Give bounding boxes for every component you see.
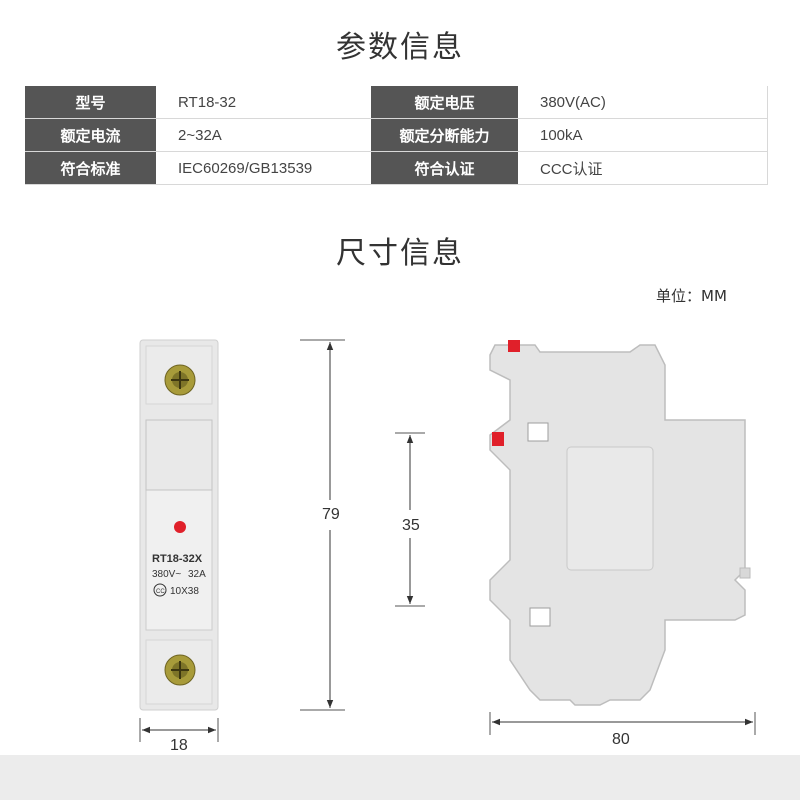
- carrier-handle[interactable]: [145, 419, 213, 491]
- param-label: 符合认证: [371, 151, 518, 185]
- param-label: 额定电流: [25, 118, 156, 152]
- param-value: CCC认证: [518, 151, 768, 185]
- din-clip: [739, 567, 751, 579]
- product-fuse-size-label: 10X38: [170, 586, 199, 597]
- dimension-height-inner: 35: [395, 432, 425, 607]
- table-row: 型号 RT18-32 额定电压 380V(AC): [25, 86, 768, 119]
- product-voltage-label: 380V~: [152, 569, 181, 580]
- dimension-label-width-front: 18: [170, 737, 188, 754]
- dimension-label-height-total: 79: [322, 506, 340, 523]
- side-label-recess: [566, 446, 654, 571]
- param-label: 符合标准: [25, 151, 156, 185]
- param-value: 100kA: [518, 118, 768, 152]
- dimension-width-side: 80: [489, 712, 756, 748]
- side-slot-top: [527, 422, 549, 442]
- side-view: [489, 340, 751, 706]
- size-section-title: 尺寸信息: [336, 236, 464, 271]
- param-label: 额定分断能力: [371, 118, 518, 152]
- bottom-band: [0, 755, 800, 800]
- front-view: RT18-32X 380V~ 32A CC 10X38: [139, 339, 219, 711]
- dimension-label-width-side: 80: [612, 731, 630, 748]
- side-slot-bottom: [529, 607, 551, 627]
- param-label: 型号: [25, 86, 156, 119]
- params-section-title: 参数信息: [336, 30, 464, 65]
- table-row: 额定电流 2~32A 额定分断能力 100kA: [25, 118, 768, 152]
- product-current-label: 32A: [188, 569, 206, 580]
- red-tab-top-icon: [508, 340, 520, 352]
- screw-icon: [164, 364, 196, 396]
- svg-text:CC: CC: [156, 589, 165, 595]
- unit-label: 单位：MM: [656, 287, 727, 305]
- params-table: 型号 RT18-32 额定电压 380V(AC) 额定电流 2~32A 额定分断…: [25, 86, 768, 185]
- dimension-height-total: 79: [300, 339, 345, 711]
- product-model-label: RT18-32X: [152, 553, 203, 565]
- indicator-light-icon: [174, 521, 186, 533]
- param-value: 2~32A: [156, 118, 371, 152]
- dimension-label-height-inner: 35: [402, 517, 420, 534]
- param-value: RT18-32: [156, 86, 371, 119]
- param-label: 额定电压: [371, 86, 518, 119]
- param-value: 380V(AC): [518, 86, 768, 119]
- param-value: IEC60269/GB13539: [156, 151, 371, 185]
- screw-icon: [164, 654, 196, 686]
- table-row: 符合标准 IEC60269/GB13539 符合认证 CCC认证: [25, 151, 768, 185]
- dimension-width-front: 18: [139, 718, 219, 754]
- ccc-mark-icon: CC: [153, 583, 167, 597]
- red-tab-side-icon: [492, 432, 504, 446]
